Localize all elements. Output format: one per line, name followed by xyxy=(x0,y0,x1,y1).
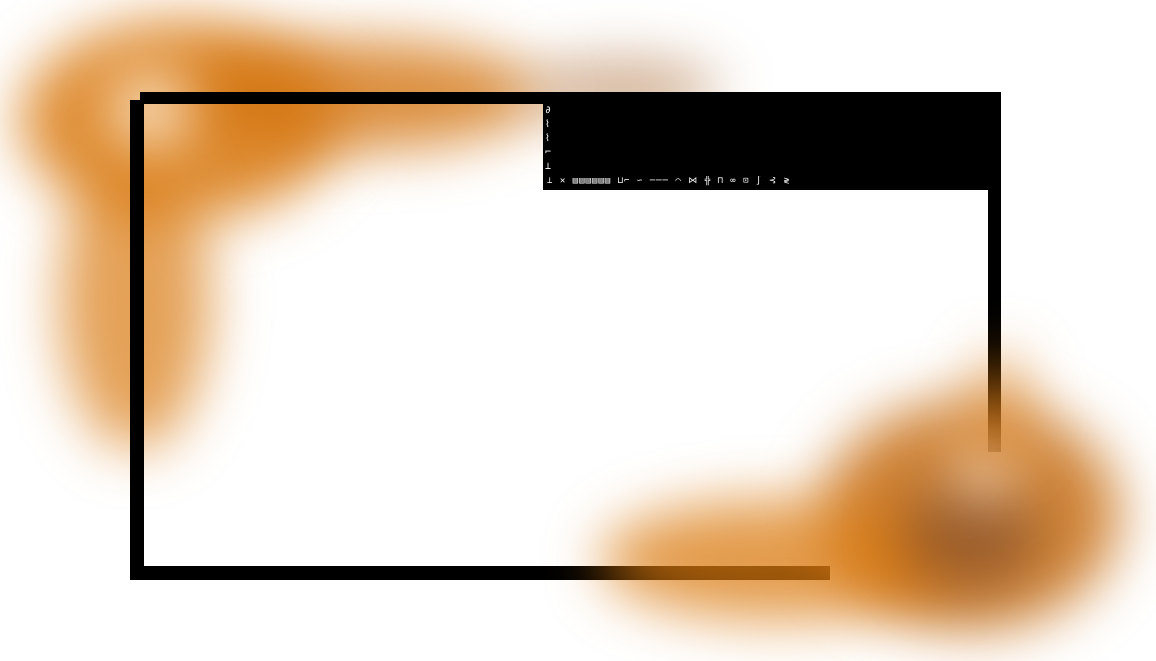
smoke-right-wisp xyxy=(970,350,1030,460)
frame-left-border xyxy=(130,100,144,580)
smoke-top-left-light xyxy=(110,70,190,150)
header-block: ∂ ⌇ ⌇ ⌐ ⊥ ⊥ ✕ ▤▤▤▤▤▤ ⊔⌐ ∽ ─── ⌒ ⋈ ╬ ⊓ ∞ … xyxy=(543,92,1001,190)
smoke-bottom-dark xyxy=(900,480,1040,590)
smoke-bottom-band xyxy=(600,500,960,620)
header-glyph-strip: ⊥ ✕ ▤▤▤▤▤▤ ⊔⌐ ∽ ─── ⌒ ⋈ ╬ ⊓ ∞ ⊡ ∫ ⊰ ≷ xyxy=(547,176,791,186)
side-glyphs: ∂ ⌇ ⌇ ⌐ ⊥ xyxy=(545,105,552,172)
